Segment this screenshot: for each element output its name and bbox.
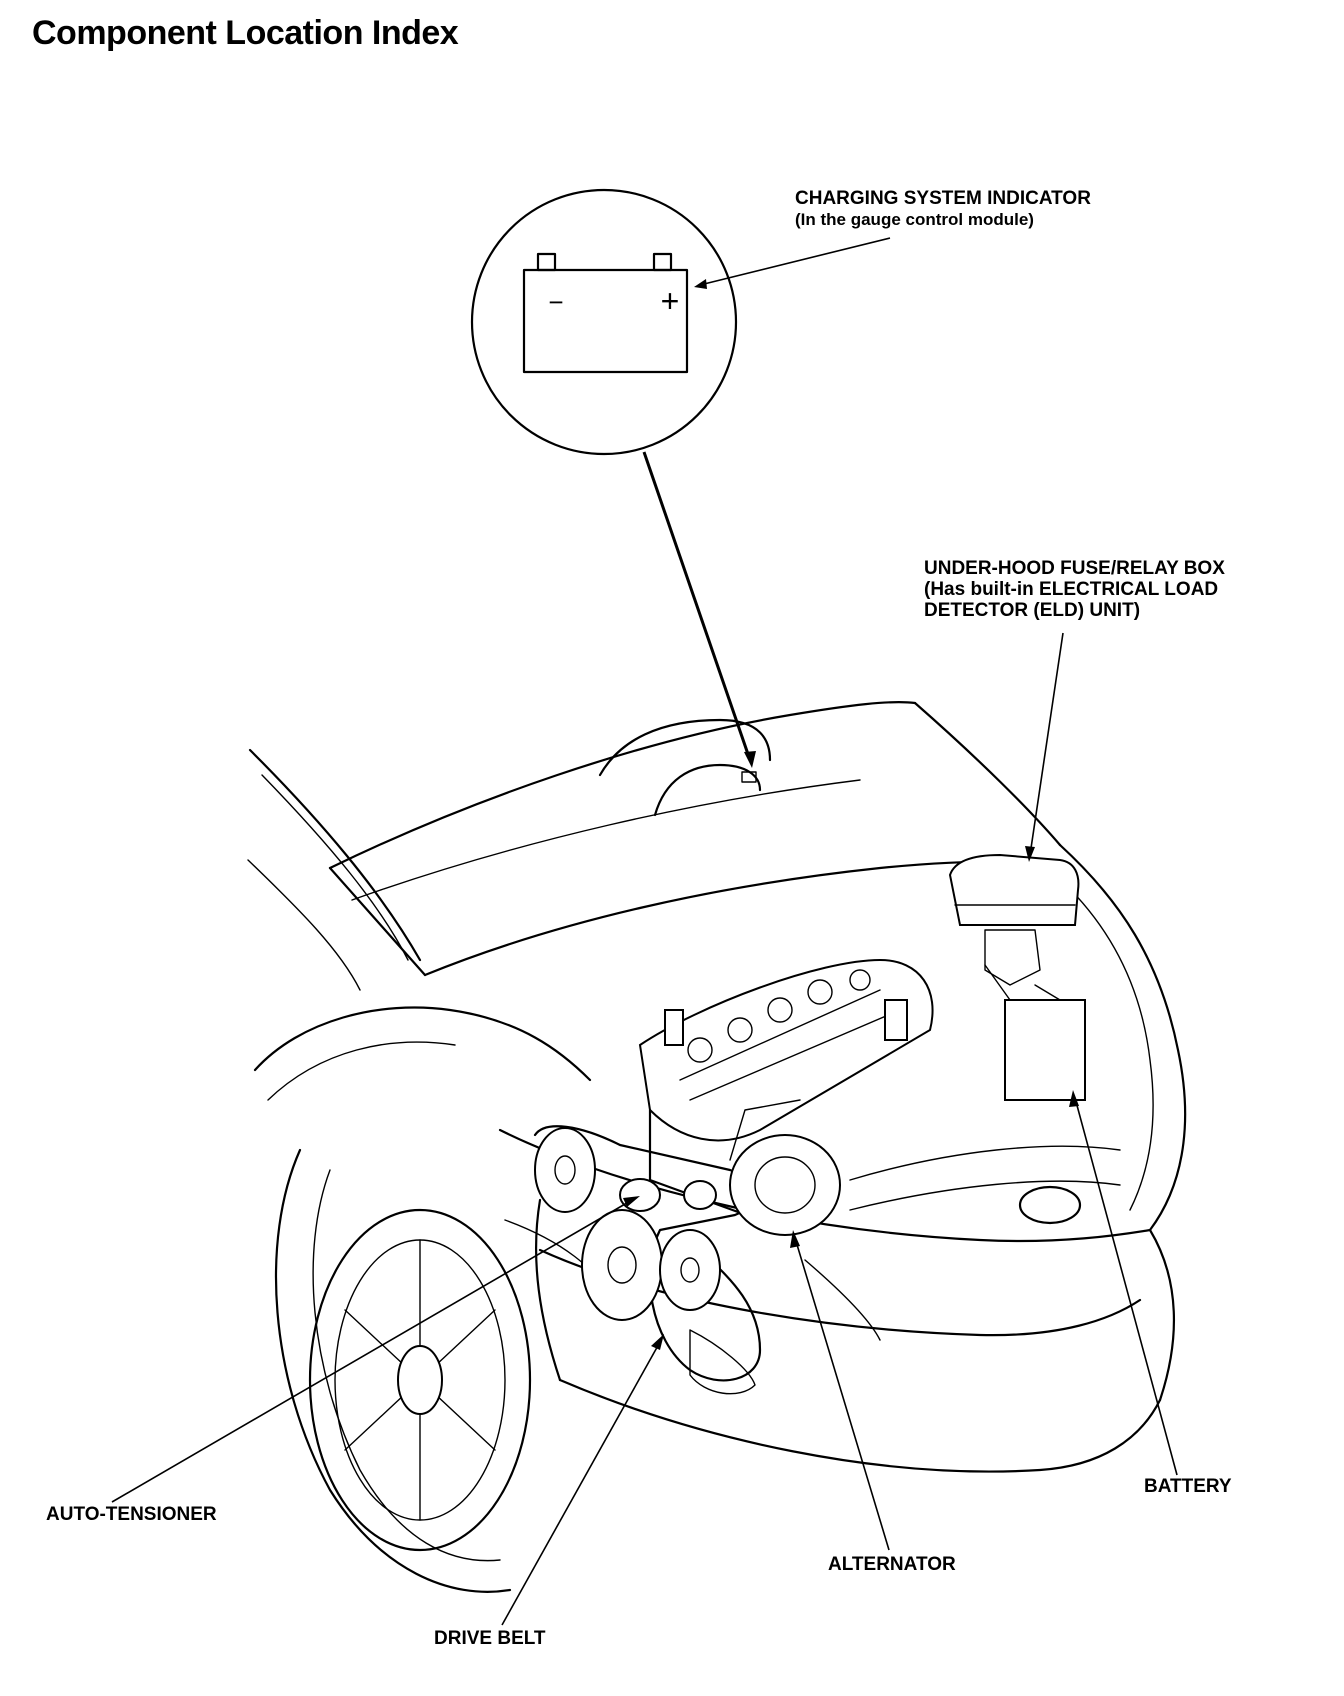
leader-alternator (794, 1237, 890, 1551)
leader-battery (1074, 1097, 1178, 1476)
callout-charging-indicator: CHARGING SYSTEM INDICATOR (In the gauge … (795, 188, 1091, 230)
car-body (247, 701, 1187, 1473)
fuse-relay-box-label: UNDER-HOOD FUSE/RELAY BOX (924, 558, 1225, 579)
battery-icon: − + (522, 252, 689, 374)
fuse-relay-box-note-1: (Has built-in ELECTRICAL LOAD (924, 579, 1219, 600)
charging-indicator-zoom: − + (470, 188, 738, 456)
leader-charging-indicator (699, 237, 891, 286)
callout-auto-tensioner: AUTO-TENSIONER (46, 1504, 217, 1525)
callout-drive-belt: DRIVE BELT (434, 1628, 546, 1649)
front-wheel (274, 1148, 532, 1593)
ac-pulley (659, 1229, 721, 1311)
main-pulley (581, 1209, 663, 1321)
leader-zoom-to-gauge (642, 451, 752, 761)
leader-auto-tensioner (111, 1199, 633, 1503)
battery-minus-sign: − (548, 287, 563, 317)
engine (638, 958, 934, 1222)
charging-indicator-location: (In the gauge control module) (795, 210, 1034, 229)
battery-plus-sign: + (661, 283, 680, 319)
belt-system (533, 1125, 762, 1395)
alternator-unit (729, 1099, 841, 1236)
page-title: Component Location Index (32, 14, 459, 52)
car-battery (984, 964, 1086, 1101)
fuse-relay-box (948, 853, 1080, 986)
callout-alternator: ALTERNATOR (828, 1554, 956, 1575)
charging-indicator-label: CHARGING SYSTEM INDICATOR (795, 188, 1091, 209)
leader-fuse-relay-box (1029, 632, 1064, 856)
leader-drive-belt (501, 1341, 661, 1626)
crank-pulley (534, 1127, 596, 1213)
auto-tensioner-pulley (619, 1178, 661, 1212)
callout-fuse-relay-box: UNDER-HOOD FUSE/RELAY BOX (Has built-in … (924, 558, 1225, 621)
callout-battery: BATTERY (1144, 1476, 1232, 1497)
fuse-relay-box-note-2: DETECTOR (ELD) UNIT) (924, 600, 1141, 621)
